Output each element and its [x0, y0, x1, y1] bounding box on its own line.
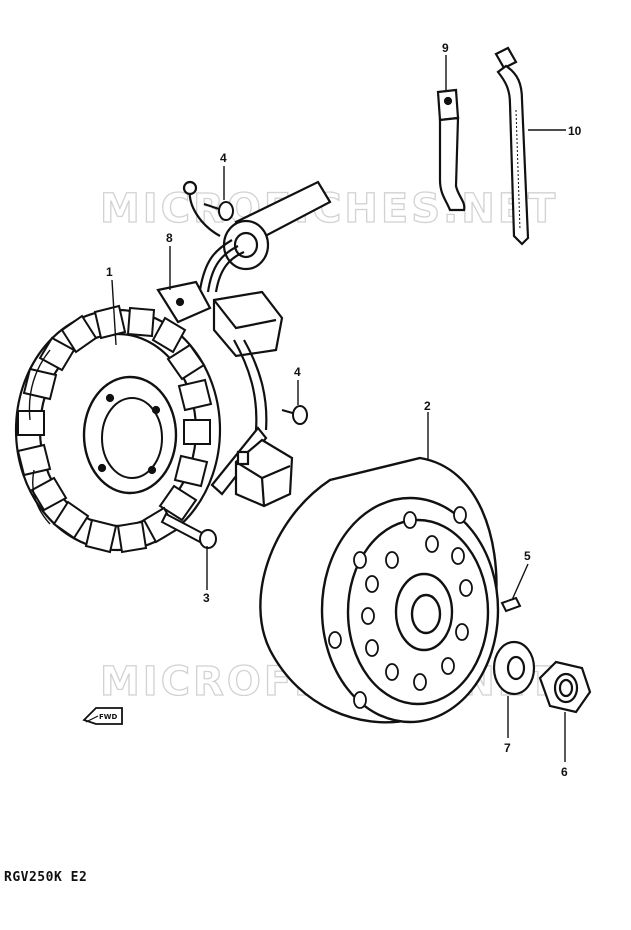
rotor-part	[259, 456, 500, 724]
model-code: RGV250K E2	[4, 870, 88, 885]
leader-lines	[111, 55, 566, 762]
stator-part	[14, 304, 222, 554]
nut-part	[538, 660, 592, 714]
callout-3: 3	[203, 591, 210, 605]
callout-5: 5	[524, 549, 531, 563]
watermark-top: MICROFICHES.NET	[100, 186, 558, 232]
callout-10: 10	[568, 124, 582, 138]
screw-part-lower	[281, 405, 308, 425]
key-part	[500, 596, 522, 613]
callout-8: 8	[166, 231, 173, 245]
callout-4-lower: 4	[294, 365, 301, 379]
callout-2: 2	[424, 399, 431, 413]
callout-4-upper: 4	[220, 151, 227, 165]
callout-1: 1	[106, 265, 113, 279]
callout-9: 9	[442, 41, 449, 55]
clamp-part-9	[436, 88, 466, 212]
wiring-harness	[156, 180, 332, 508]
forward-arrow-label: FWD	[99, 713, 118, 721]
screw-part-upper	[203, 201, 234, 221]
tie-part-10	[494, 46, 530, 246]
forward-arrow-icon: FWD	[82, 707, 123, 725]
callout-7: 7	[504, 741, 511, 755]
bolt-part	[160, 512, 217, 549]
washer-part	[492, 640, 536, 696]
callout-6: 6	[561, 765, 568, 779]
